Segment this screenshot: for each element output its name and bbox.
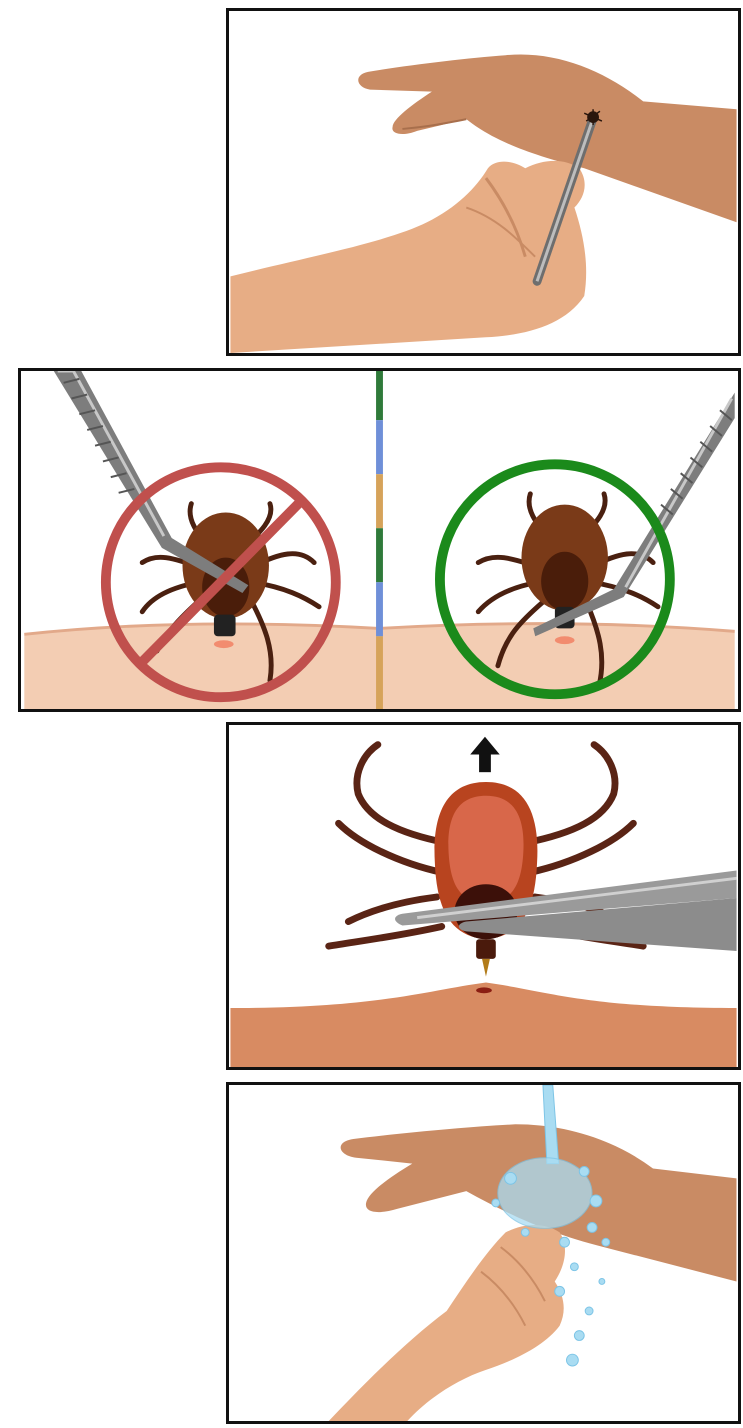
grip-comparison xyxy=(21,371,738,709)
step-3-panel xyxy=(226,722,741,1070)
step-2-panel xyxy=(18,368,741,712)
tweezers-grasp-tick-on-wrist-icon xyxy=(229,11,738,353)
step-1-panel xyxy=(226,8,741,356)
wash-bite-area-icon xyxy=(229,1085,738,1421)
bite-mark xyxy=(476,987,492,993)
up-arrow-icon xyxy=(470,737,499,772)
step-4-panel xyxy=(226,1082,741,1424)
pull-tick-upward-icon xyxy=(229,725,738,1067)
skin-surface xyxy=(230,982,736,1067)
panel-divider xyxy=(376,371,383,709)
lower-hand xyxy=(230,161,586,353)
lower-hand xyxy=(329,1225,565,1421)
